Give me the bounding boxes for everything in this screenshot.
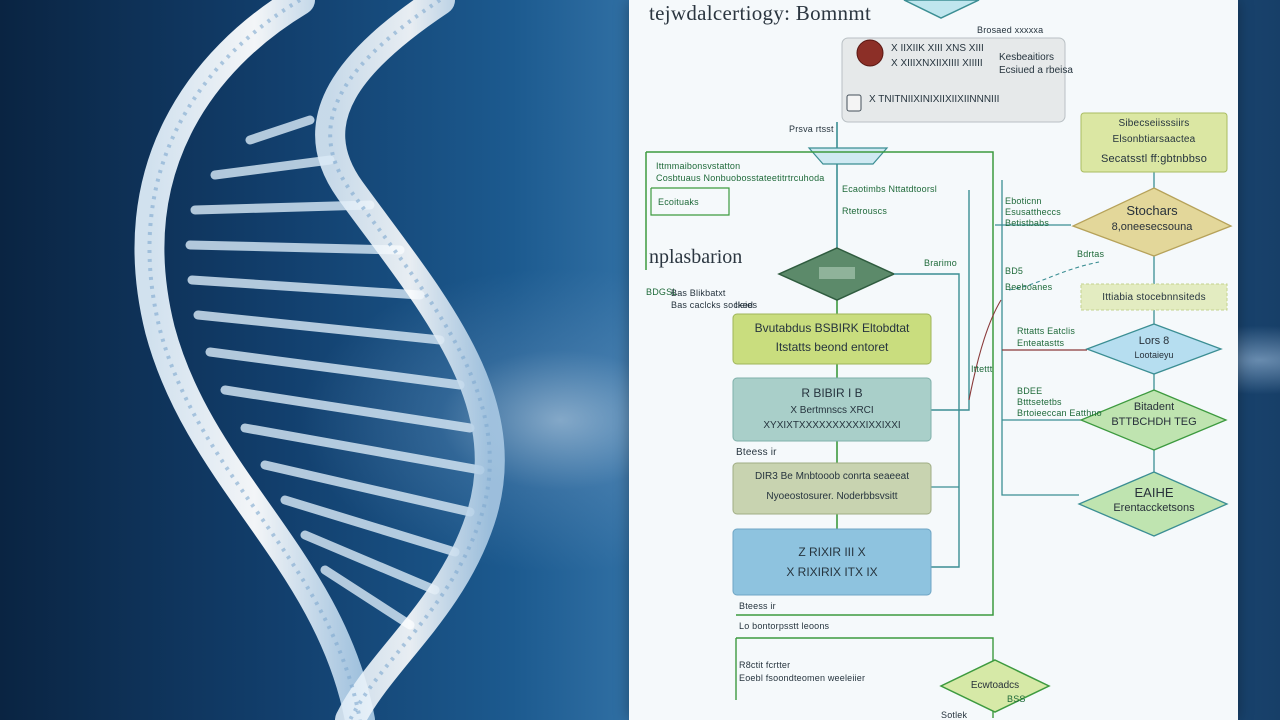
- side-note-r9: Btttsetetbs: [1017, 397, 1062, 407]
- top-box-line1: X IIXIIK XIII XNS XIII: [891, 43, 984, 54]
- mid-note-1: Ecaotimbs Nttatdtoorsl: [842, 184, 937, 194]
- right-diamond-4: [1077, 471, 1229, 537]
- top-box-side1: Kesbeaitiors: [999, 52, 1055, 63]
- side-note-r7: Enteatastts: [1017, 338, 1065, 348]
- left-gap-label: BDGSL: [646, 287, 678, 297]
- olive-box-line1: DIR3 Be Mnbtooob conrta seaeeat: [755, 471, 909, 482]
- top-box-bottom: X TNITNIIXINIXIIXIIXIINNNIII: [869, 94, 1000, 105]
- bottom-note-2: Lo bontorpsstt leoons: [739, 621, 830, 631]
- side-note-r12: BSS: [1007, 694, 1026, 704]
- bottom-note-1b: Bteess ir: [739, 601, 776, 611]
- flowchart-connectors: [645, 0, 1233, 718]
- helix-strand-back: [315, 0, 505, 720]
- teal-box-line2: X Bertmnscs XRCI: [790, 405, 874, 416]
- right-strip-label: Ittiabia stocebnnsiteds: [1102, 292, 1206, 303]
- right-diamond-1-line2: 8,oneesecsouna: [1111, 221, 1193, 233]
- bottom-diamond: [939, 659, 1051, 713]
- flowchart-sheet: tejwdalcertiogy: Bomnmt Brosaed xxxxxa X…: [629, 0, 1238, 720]
- side-note-r2: Esusattheccs: [1005, 207, 1061, 217]
- teal-box-line1: R BIBIR I B: [801, 386, 863, 400]
- right-diamond-1: [1071, 187, 1233, 257]
- bottom-diamond-label: Ecwtoadcs: [970, 680, 1020, 691]
- left-side-3: Ileies: [735, 300, 758, 310]
- bottom-under-2: Sotlek: [941, 710, 968, 720]
- diagram-title: tejwdalcertiogy: Bomnmt: [649, 1, 872, 25]
- blue-box-line1: Z RIXIR III X: [798, 545, 866, 559]
- side-note-r4: BD5: [1005, 266, 1024, 276]
- olive-box-line2: Nyoeostosurer. Noderbbsvsitt: [766, 491, 898, 502]
- helix-base-pairs: [185, 115, 485, 630]
- dna-helix-illustration: [134, 0, 505, 720]
- microbe-icon: [856, 39, 884, 67]
- left-note-2: Cosbtuaus Nonbuobosstateetitrtrcuhoda: [656, 173, 825, 183]
- top-diamond: [903, 0, 980, 19]
- right-box-shape: [1080, 112, 1228, 173]
- right-diamond-4-line1: EAIHE: [1134, 485, 1174, 500]
- blue-box-line2: X RIXIRIX ITX IX: [786, 565, 878, 579]
- right-diamond-2: [1085, 323, 1223, 375]
- olive-box-shape: [732, 462, 932, 515]
- left-note-1: Ittmmaibonsvstatton: [656, 161, 741, 171]
- top-box-shape: [841, 37, 1066, 123]
- right-box-line2: Elsonbtiarsaactea: [1112, 134, 1196, 145]
- right-diamond-4-line2: Erentaccketsons: [1113, 502, 1195, 514]
- side-note-r1: Eboticnn: [1005, 196, 1042, 206]
- left-side-1: Bas Blikbatxt: [671, 288, 726, 298]
- arrow-label: Prsva rtsst: [789, 124, 834, 134]
- right-diamond-2-line1: Lors 8: [1138, 335, 1170, 347]
- right-box-line1: Sibecseiisssiirs: [1118, 118, 1190, 129]
- right-box-line3: Secatsstl ff:gbtnbbso: [1100, 153, 1208, 165]
- side-note-mid-right: Ittettt: [971, 364, 993, 374]
- side-note-r5: Beeboanes: [1005, 282, 1053, 292]
- mid-note-3: Brarimo: [924, 258, 957, 268]
- green-box-shape: [732, 313, 932, 365]
- left-note-3: Ecoituaks: [658, 197, 699, 207]
- note-top-center: Brosaed xxxxxa: [977, 25, 1044, 35]
- flask-icon: [846, 94, 862, 112]
- right-diamond-3: [1079, 389, 1228, 451]
- mid-note-2: Rtetrouscs: [842, 206, 888, 216]
- left-side-2: Bas caclcks socked: [671, 300, 754, 310]
- green-box-line2: Itstatts beond entoret: [775, 340, 889, 354]
- bottom-note-1: Bteess ir: [736, 447, 777, 458]
- top-box-side2: Ecsiued a rbeisa: [999, 65, 1073, 76]
- right-diamond-1-line1: Stochars: [1126, 203, 1178, 218]
- teal-box-line3: XYXIXTXXXXXXXXXXIXXIXXI: [763, 420, 901, 431]
- side-note-r3: Betistbabs: [1005, 218, 1050, 228]
- blue-box-shape: [732, 528, 932, 596]
- side-note-r6: Rttatts Eatclis: [1017, 326, 1076, 336]
- right-strip-shape: [1080, 283, 1228, 311]
- side-note-r11: Bdrtas: [1077, 249, 1105, 259]
- side-note-r10: Brtoieeccan Eatthno: [1017, 408, 1102, 418]
- right-diamond-2-line2: Lootaieyu: [1134, 350, 1174, 360]
- top-box-line2: X XIIIXNXIIXIIII XIIIII: [891, 58, 983, 69]
- teal-box-shape: [732, 377, 932, 442]
- section-label: nplasbarion: [649, 246, 743, 268]
- right-diamond-3-line2: BTTBCHDH TEG: [1111, 416, 1197, 428]
- funnel-shape: [807, 147, 889, 165]
- right-diamond-3-line1: Bitadent: [1133, 401, 1175, 413]
- bottom-left-1: R8ctit fcrtter: [739, 660, 791, 670]
- bottom-left-2: Eoebl fsoondteomen weeleiier: [739, 673, 866, 683]
- green-box-line1: Bvutabdus BSBIRK Eltobdtat: [754, 321, 910, 335]
- side-note-r8: BDEE: [1017, 386, 1043, 396]
